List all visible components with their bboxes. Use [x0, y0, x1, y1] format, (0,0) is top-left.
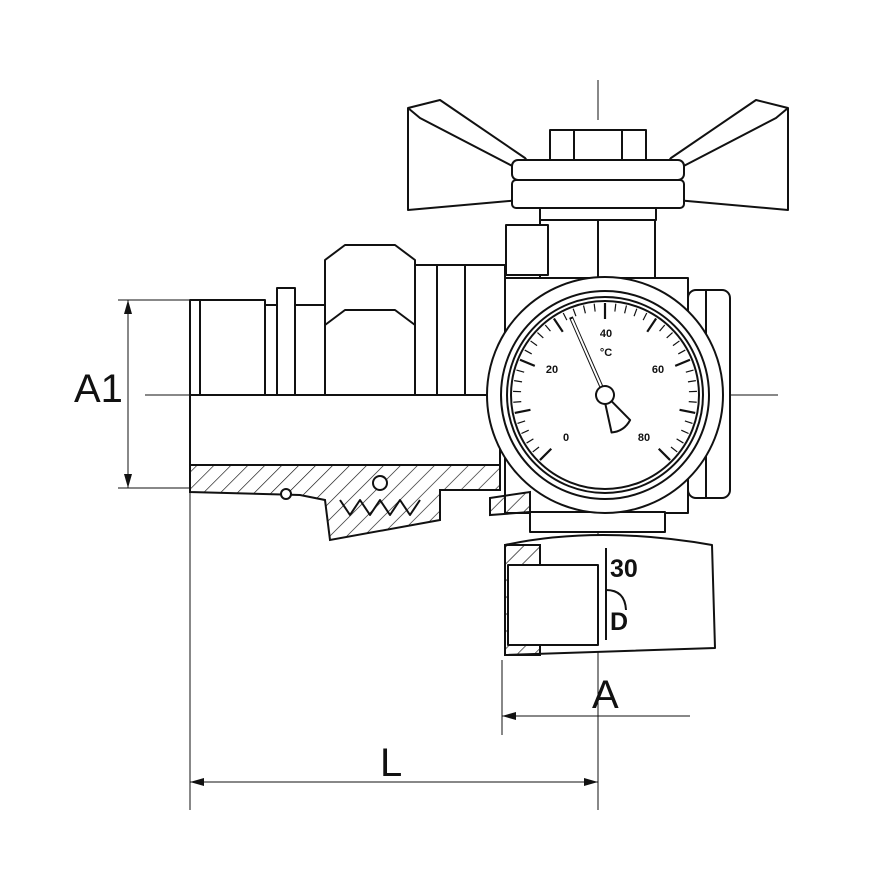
- scale-tick: [666, 332, 673, 339]
- dimension-a-label: A: [592, 673, 619, 717]
- scale-tick: [517, 420, 526, 425]
- scale-tick: [572, 308, 577, 317]
- scale-tick: [687, 380, 696, 383]
- scale-tick: [642, 312, 648, 321]
- scale-label-80: 80: [638, 432, 650, 444]
- bottom-port: 30 D: [504, 511, 716, 656]
- unit-label: °C: [600, 347, 612, 359]
- scale-tick: [516, 369, 525, 373]
- scale-tick: [530, 340, 538, 347]
- scale-tick: [514, 408, 531, 415]
- scale-tick: [562, 312, 568, 321]
- scale-tick: [688, 400, 697, 403]
- scale-tick: [685, 369, 694, 373]
- scale-tick: [672, 340, 680, 347]
- scale-tick: [552, 317, 564, 333]
- scale-tick: [614, 303, 617, 312]
- thermometer-scale-ticks: [513, 303, 697, 461]
- dimension-a: A: [501, 660, 690, 735]
- scale-tick: [593, 303, 596, 312]
- scale-tick: [539, 447, 553, 461]
- scale-tick: [670, 446, 678, 453]
- scale-tick: [519, 358, 536, 367]
- cross-section: [189, 394, 531, 542]
- scale-tick: [633, 308, 638, 317]
- scale-tick: [684, 420, 693, 425]
- scale-tick: [521, 429, 529, 435]
- scale-label-0: 0: [563, 432, 569, 444]
- scale-tick: [646, 317, 658, 333]
- scale-tick: [659, 324, 666, 332]
- scale-tick: [524, 349, 533, 355]
- scale-tick: [674, 358, 691, 367]
- scale-tick: [679, 408, 696, 415]
- scale-tick: [513, 400, 522, 403]
- left-union-fitting: [189, 244, 506, 413]
- scale-tick: [582, 305, 586, 314]
- dimension-l: L: [189, 490, 598, 810]
- scale-tick: [514, 380, 523, 383]
- scale-tick: [537, 332, 544, 339]
- scale-label-20: 20: [546, 364, 558, 376]
- scale-label-60: 60: [652, 364, 664, 376]
- scale-label-40: 40: [600, 328, 612, 340]
- scale-tick: [532, 446, 540, 453]
- dimension-a1-label: A1: [74, 367, 123, 411]
- thermometer-needle: [569, 316, 632, 434]
- dimension-l-label: L: [380, 741, 402, 785]
- butterfly-handle: [407, 99, 789, 221]
- scale-tick: [544, 324, 551, 332]
- scale-tick: [681, 429, 689, 435]
- scale-tick: [677, 349, 686, 355]
- scale-tick: [657, 447, 671, 461]
- logo-marking: D: [610, 608, 628, 636]
- scale-tick: [624, 305, 628, 314]
- scale-tick: [526, 438, 534, 444]
- thermometer: 0 20 40 60 80 °C: [486, 276, 724, 514]
- dimension-a1: A1: [74, 299, 190, 489]
- scale-tick: [676, 438, 684, 444]
- size-marking: 30: [610, 555, 638, 583]
